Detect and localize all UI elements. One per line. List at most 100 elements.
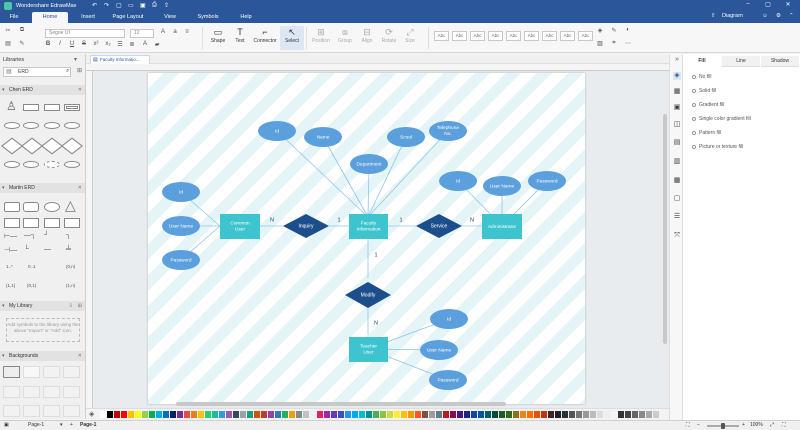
color-swatch[interactable]: [611, 411, 617, 418]
font-size-select[interactable]: 12: [130, 29, 154, 38]
fill-bucket-icon[interactable]: ◈: [597, 28, 603, 34]
paste-icon[interactable]: ▤: [5, 41, 11, 47]
fit-panel-icon[interactable]: ⤧: [674, 232, 680, 239]
attribute-shape-thumb[interactable]: [64, 161, 80, 168]
color-swatch[interactable]: [128, 411, 134, 418]
color-swatch[interactable]: [275, 411, 281, 418]
derived-attribute-shape-thumb[interactable]: [44, 161, 60, 168]
color-swatch[interactable]: [450, 411, 456, 418]
bold-icon[interactable]: B: [45, 41, 51, 47]
color-swatch[interactable]: [429, 411, 435, 418]
color-swatch[interactable]: [625, 411, 631, 418]
color-swatch[interactable]: [408, 411, 414, 418]
attribute-ellipse[interactable]: [439, 171, 477, 191]
connector-tool-button[interactable]: ⌐ Connector: [251, 26, 279, 50]
document-tab[interactable]: ▤ Faculty Informatio...: [90, 55, 150, 64]
fit-page-icon[interactable]: ⛶: [686, 422, 690, 428]
list-panel-icon[interactable]: ☰: [673, 213, 681, 220]
diagram-label[interactable]: Diagram: [722, 13, 743, 19]
entity-box[interactable]: [482, 214, 522, 239]
close-icon[interactable]: ✕: [77, 353, 82, 359]
color-swatch[interactable]: [142, 411, 148, 418]
entity-shape-thumb[interactable]: [44, 104, 60, 111]
attribute-ellipse[interactable]: [483, 176, 521, 196]
color-swatch[interactable]: [100, 411, 106, 418]
section-my-library[interactable]: ▾ My Library ⇩ ⊞: [0, 301, 85, 311]
minimize-button[interactable]: –: [746, 1, 750, 7]
style-sample[interactable]: Abc: [452, 31, 467, 41]
numbering-icon[interactable]: ≣: [129, 42, 135, 48]
color-swatch[interactable]: [527, 411, 533, 418]
fill-option-solid[interactable]: Solid fill: [692, 88, 716, 94]
redo-icon[interactable]: ↷: [104, 3, 110, 9]
background-thumb[interactable]: [23, 405, 40, 417]
close-icon[interactable]: ✕: [77, 185, 82, 191]
grid-panel-icon[interactable]: ▦: [673, 88, 681, 95]
color-swatch[interactable]: [338, 411, 344, 418]
chart-panel-icon[interactable]: ▥: [673, 158, 681, 165]
martin-entity-thumb[interactable]: [23, 202, 39, 212]
fill-bucket-icon[interactable]: ◈: [89, 411, 95, 418]
color-swatch[interactable]: [254, 411, 260, 418]
color-swatch[interactable]: [345, 411, 351, 418]
color-swatch[interactable]: [324, 411, 330, 418]
add-page-icon[interactable]: +: [70, 422, 73, 428]
page-selector[interactable]: Page-1: [28, 422, 45, 428]
attribute-ellipse[interactable]: [258, 121, 296, 141]
print-icon[interactable]: ⎙: [152, 2, 157, 8]
color-swatch[interactable]: [121, 411, 127, 418]
font-color-icon[interactable]: A: [142, 41, 147, 47]
maximize-button[interactable]: ▢: [765, 2, 771, 8]
superscript-icon[interactable]: x²: [93, 41, 99, 47]
import-icon[interactable]: ⇩: [68, 303, 73, 309]
cardinality-label-thumb[interactable]: (0,1): [27, 283, 37, 288]
color-swatch[interactable]: [520, 411, 526, 418]
one-to-one-connector-thumb[interactable]: ⊢—: [4, 233, 18, 240]
color-swatch[interactable]: [401, 411, 407, 418]
menu-symbols[interactable]: Symbols: [197, 14, 219, 20]
fill-option-none[interactable]: No fill: [692, 74, 712, 80]
martin-entity-thumb[interactable]: [4, 218, 20, 228]
cardinality-label-thumb[interactable]: 0..1: [28, 264, 36, 269]
font-family-select[interactable]: Segoe UI: [45, 29, 125, 38]
connector-thumb[interactable]: ┐: [66, 232, 71, 239]
color-swatch[interactable]: [422, 411, 428, 418]
section-backgrounds[interactable]: ▾ Backgrounds ✕: [0, 351, 85, 361]
menu-help[interactable]: Help: [240, 14, 252, 20]
style-sample[interactable]: Abc: [434, 31, 449, 41]
zoom-level[interactable]: 100%: [750, 422, 763, 428]
color-swatch[interactable]: [646, 411, 652, 418]
menu-home[interactable]: Home: [32, 12, 68, 23]
background-thumb[interactable]: [3, 405, 20, 417]
text-tool-button[interactable]: T Text: [228, 26, 252, 50]
menu-view[interactable]: View: [164, 14, 176, 20]
connector-line[interactable]: [276, 130, 369, 218]
relationship-shape-thumb[interactable]: [40, 137, 64, 155]
color-swatch[interactable]: [296, 411, 302, 418]
background-thumb[interactable]: [23, 366, 40, 378]
color-swatch[interactable]: [212, 411, 218, 418]
background-thumb[interactable]: [63, 386, 80, 398]
relationship-diamond[interactable]: [345, 282, 391, 308]
color-swatch[interactable]: [226, 411, 232, 418]
menu-file[interactable]: File: [9, 14, 19, 20]
attribute-ellipse[interactable]: [304, 127, 342, 147]
color-swatch[interactable]: [149, 411, 155, 418]
connector-line[interactable]: [367, 136, 407, 218]
relationship-diamond[interactable]: [283, 214, 329, 238]
color-swatch[interactable]: [541, 411, 547, 418]
color-swatch[interactable]: [569, 411, 575, 418]
entity-box[interactable]: [349, 337, 388, 362]
color-swatch[interactable]: [534, 411, 540, 418]
attribute-ellipse[interactable]: [350, 154, 388, 174]
vertical-scrollbar[interactable]: [663, 114, 667, 344]
martin-entity-thumb[interactable]: [44, 218, 60, 228]
color-swatch[interactable]: [478, 411, 484, 418]
color-swatch[interactable]: [366, 411, 372, 418]
close-button[interactable]: ✕: [785, 2, 791, 8]
color-swatch[interactable]: [156, 411, 162, 418]
cardinality-label-thumb[interactable]: (0,n): [66, 264, 76, 269]
color-swatch[interactable]: [597, 411, 603, 418]
color-swatch[interactable]: [506, 411, 512, 418]
color-swatch[interactable]: [177, 411, 183, 418]
